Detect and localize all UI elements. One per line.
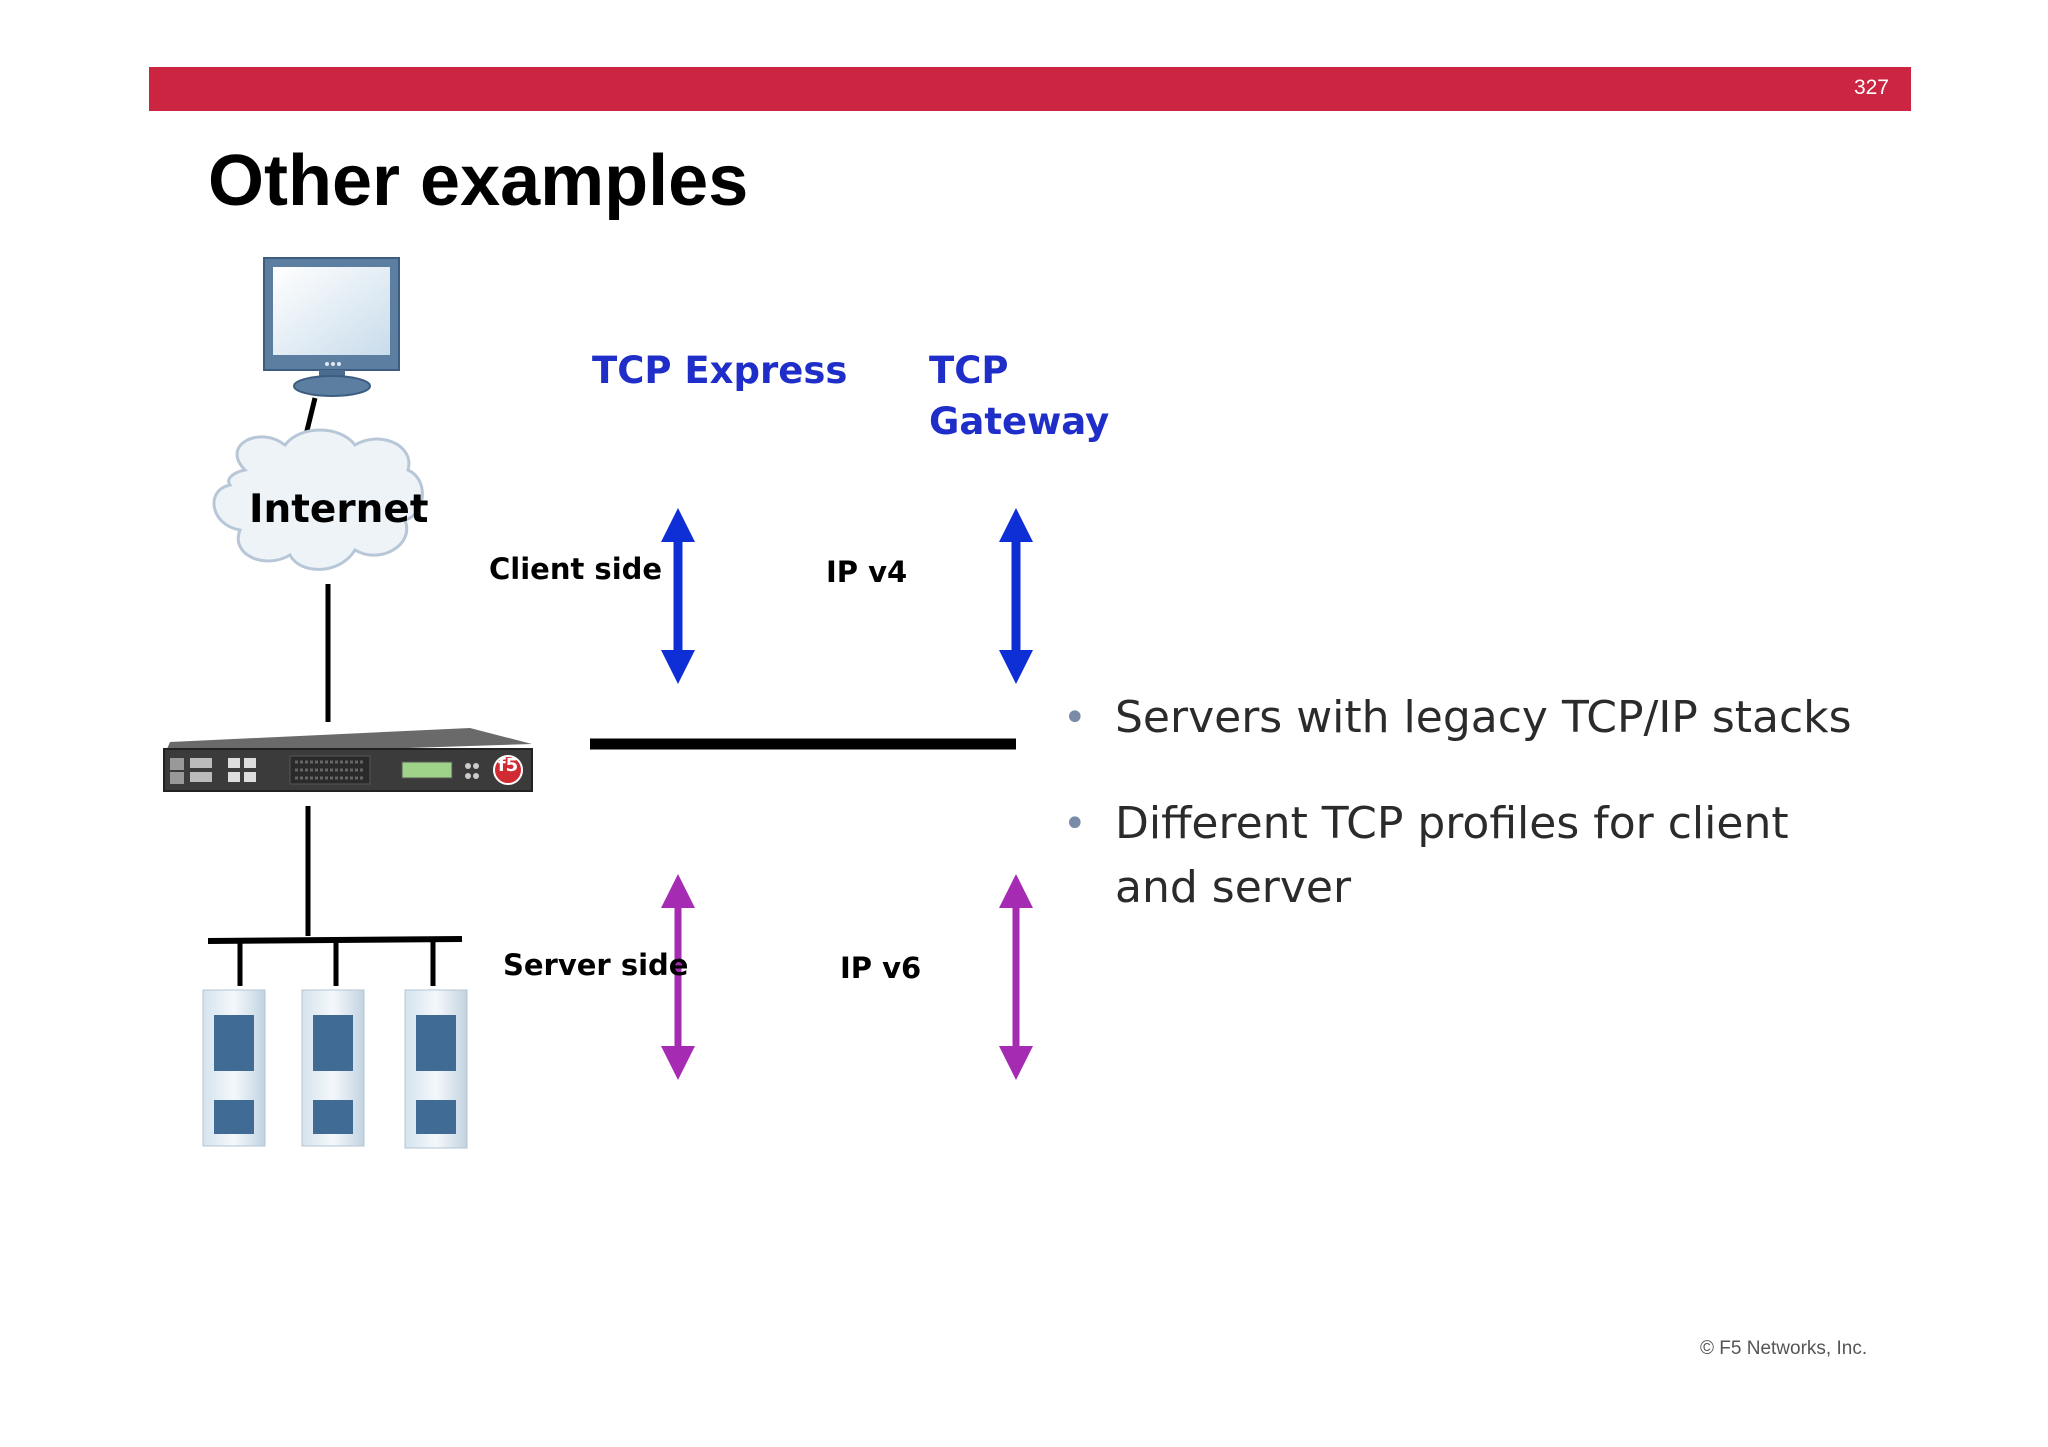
monitor-icon [263,257,400,397]
slide-title: Other examples [208,141,749,221]
bullet-list: • Servers with legacy TCP/IP stacks • Di… [1055,686,1885,962]
ipv6-label: IP v6 [840,951,922,985]
internet-cloud-icon [212,428,424,571]
server-icon [301,989,365,1147]
tcp-express-label: TCP Express [592,349,848,392]
copyright: © F5 Networks, Inc. [1700,1338,1868,1359]
tcp-gateway-label-line1: TCP [929,349,1009,392]
internet-label: Internet [249,487,429,532]
f5-badge: f5 [497,755,519,776]
tcp-gateway-label-line2: Gateway [929,400,1110,443]
double-arrow-icon [999,874,1033,1080]
bullet-text: Different TCP profiles for client and se… [1115,798,1789,913]
server-side-label: Server side [503,948,689,982]
bullet-text: Servers with legacy TCP/IP stacks [1115,692,1852,743]
server-icon [404,989,468,1149]
double-arrow-icon [999,508,1033,684]
double-arrow-icon [661,508,695,684]
bullet-item: • Different TCP profiles for client and … [1055,792,1885,920]
bigip-device-icon [163,728,533,792]
page-number: 327 [1853,76,1889,99]
client-side-label: Client side [489,552,663,586]
bullet-icon: • [1063,801,1087,847]
header-bar: 327 [149,67,1911,111]
server-icon [202,989,266,1147]
ipv4-label: IP v4 [826,555,908,589]
bullet-icon: • [1063,695,1087,741]
bullet-item: • Servers with legacy TCP/IP stacks [1055,686,1885,750]
double-arrow-icon [661,874,695,1080]
